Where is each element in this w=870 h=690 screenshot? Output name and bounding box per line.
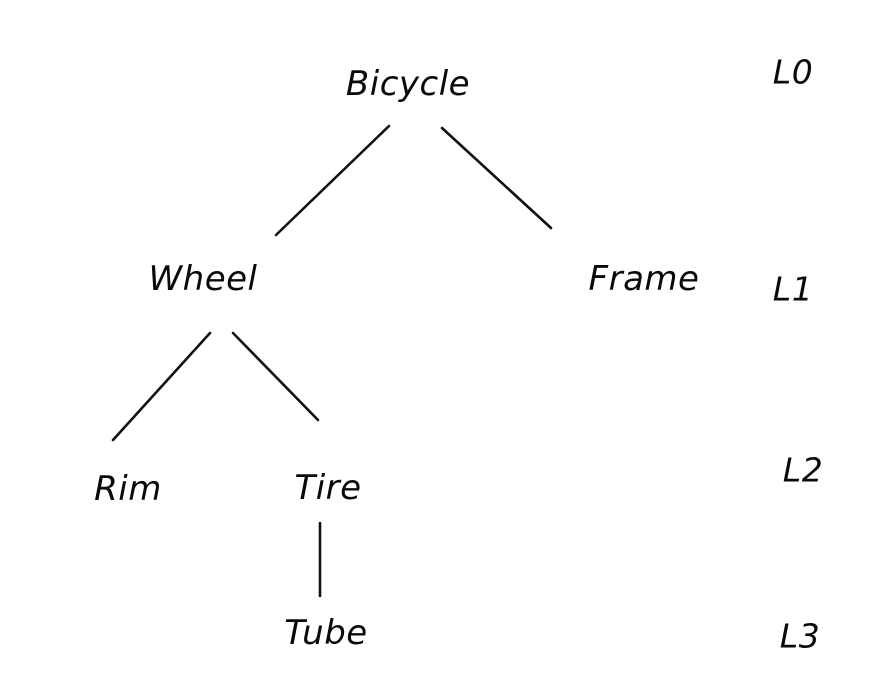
tree-edge-wheel-tire (231, 331, 320, 422)
tree-edge-bicycle-frame (440, 126, 553, 230)
tree-node-rim[interactable]: Rim (94, 469, 162, 509)
tree-node-tire[interactable]: Tire (294, 468, 362, 508)
tree-edge-bicycle-wheel (274, 124, 391, 237)
tree-node-bicycle[interactable]: Bicycle (345, 64, 471, 104)
level-label-l0: L0 (772, 52, 814, 92)
level-label-l1: L1 (772, 269, 814, 309)
tree-edge-wheel-rim (111, 331, 212, 442)
tree-node-tube[interactable]: Tube (284, 613, 368, 653)
level-label-l2: L2 (782, 450, 824, 490)
level-label-l3: L3 (779, 616, 821, 656)
tree-node-wheel[interactable]: Wheel (148, 259, 258, 299)
tree-node-frame[interactable]: Frame (588, 259, 700, 299)
